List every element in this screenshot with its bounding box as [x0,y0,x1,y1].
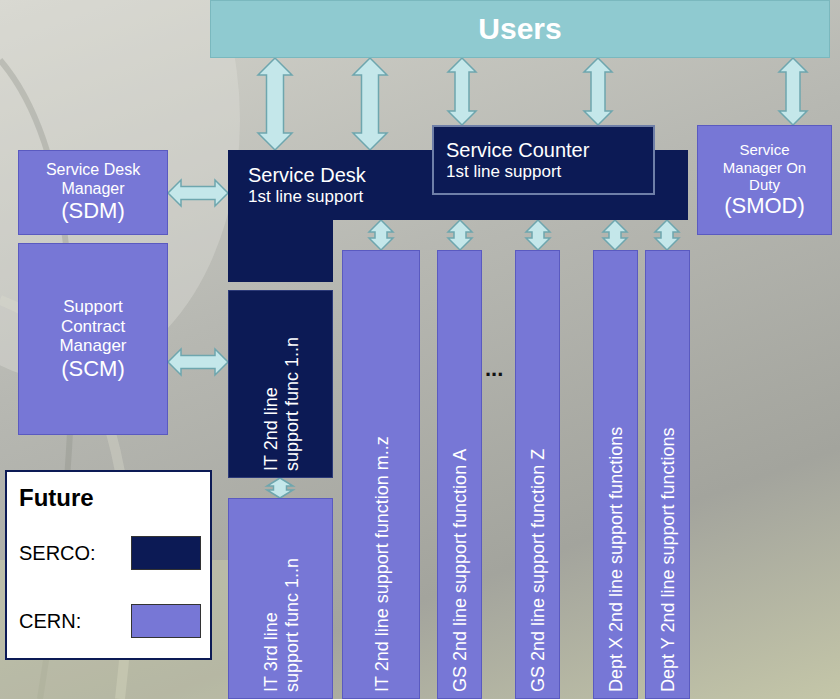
legend-text: SERCO: [19,542,96,565]
block-arrow [779,58,807,125]
legend-box: FutureSERCO: CERN: [5,470,212,660]
column-label: IT 2nd line support function m..z [372,259,393,692]
column-label: IT 2nd line support func 1..n [261,331,302,471]
box-heading: Users [478,12,561,47]
block-arrow [655,220,679,250]
support-column: GS 2nd line support function Z [515,250,560,699]
box-heading: Support Contract Manager [45,297,141,356]
column-label: GS 2nd line support function Z [528,259,549,692]
block-arrow [448,220,472,250]
block-arrow [258,58,292,150]
service-desk-extension [228,218,333,282]
legend-title: Future [19,484,94,512]
box-subtext: 1st line support [446,162,561,182]
block-arrow [448,58,476,125]
box-subtext: (SDM) [61,198,125,223]
manager-box: Service Manager On Duty(SMOD) [697,125,832,235]
column-label: Dept Y 2nd line support functions [658,259,679,692]
block-arrow [168,349,228,375]
support-column: Dept X 2nd line support functions [593,250,638,699]
box-heading: Service Manager On Duty [713,141,817,193]
support-box: Service Counter1st line support [432,125,655,195]
block-arrow [526,220,550,250]
block-arrow [369,220,393,250]
legend-swatch [131,604,201,638]
block-arrow [584,58,612,125]
ellipsis-label: ... [485,356,503,381]
box-heading: Service Desk [248,164,366,187]
box-heading: Service Counter [446,139,589,162]
support-column: IT 2nd line support func 1..n [228,290,333,478]
box-subtext: (SCM) [61,356,125,381]
column-label: IT 3rd line support func 1..n [261,552,302,692]
block-arrow [267,478,293,498]
block-arrow [168,180,228,206]
users-bar: Users [210,0,830,58]
column-label: GS 2nd line support function A [450,259,471,692]
box-subtext: 1st line support [248,187,363,207]
support-column: Dept Y 2nd line support functions [645,250,690,699]
box-subtext: (SMOD) [724,193,805,218]
manager-box: Service Desk Manager(SDM) [18,150,168,235]
block-arrow [603,220,627,250]
manager-box: Support Contract Manager(SCM) [18,243,168,435]
box-heading: Service Desk Manager [27,161,159,198]
column-label: Dept X 2nd line support functions [606,259,627,692]
legend-swatch [131,536,201,570]
support-column: IT 2nd line support function m..z [342,250,420,699]
support-column: IT 3rd line support func 1..n [228,498,333,699]
block-arrow [353,58,387,150]
legend-text: CERN: [19,610,81,633]
support-column: GS 2nd line support function A [437,250,482,699]
